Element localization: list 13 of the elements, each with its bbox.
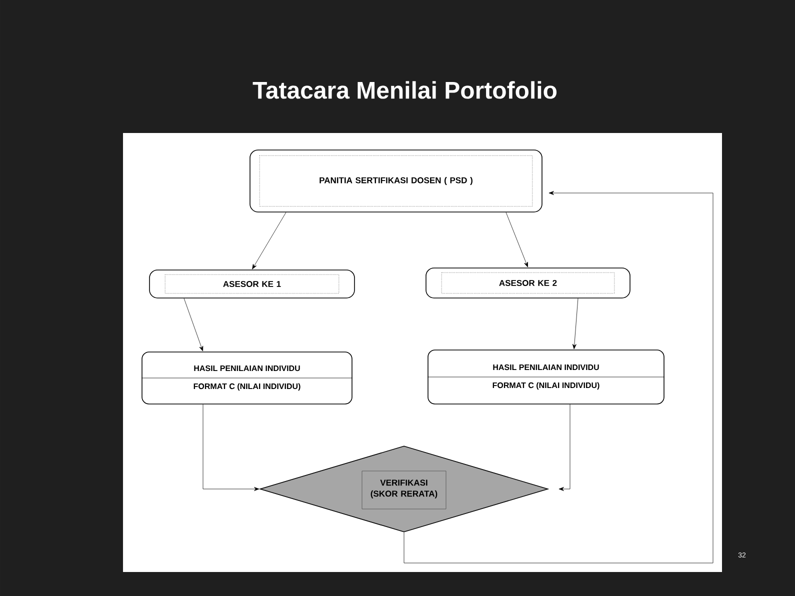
- process-box: PANITIA SERTIFIKASI DOSEN ( PSD ): [250, 150, 542, 212]
- process-box: ASESOR KE 2: [426, 268, 630, 298]
- process-box: HASIL PENILAIAN INDIVIDU FORMAT C (NILAI INDIVIDU): [141, 352, 353, 404]
- process-box: ASESOR KE 1: [149, 270, 355, 298]
- process-box: HASIL PENILAIAN INDIVIDU FORMAT C (NILAI INDIVIDU): [427, 350, 665, 404]
- arrow: [506, 212, 528, 268]
- arrow: [558, 404, 570, 491]
- arrow: [572, 298, 578, 350]
- arrow: [252, 212, 286, 270]
- arrow: [184, 298, 204, 352]
- arrow: [202, 404, 260, 491]
- arrow: [404, 191, 714, 564]
- title: Tatacara Menilai Portofolio: [252, 81, 557, 99]
